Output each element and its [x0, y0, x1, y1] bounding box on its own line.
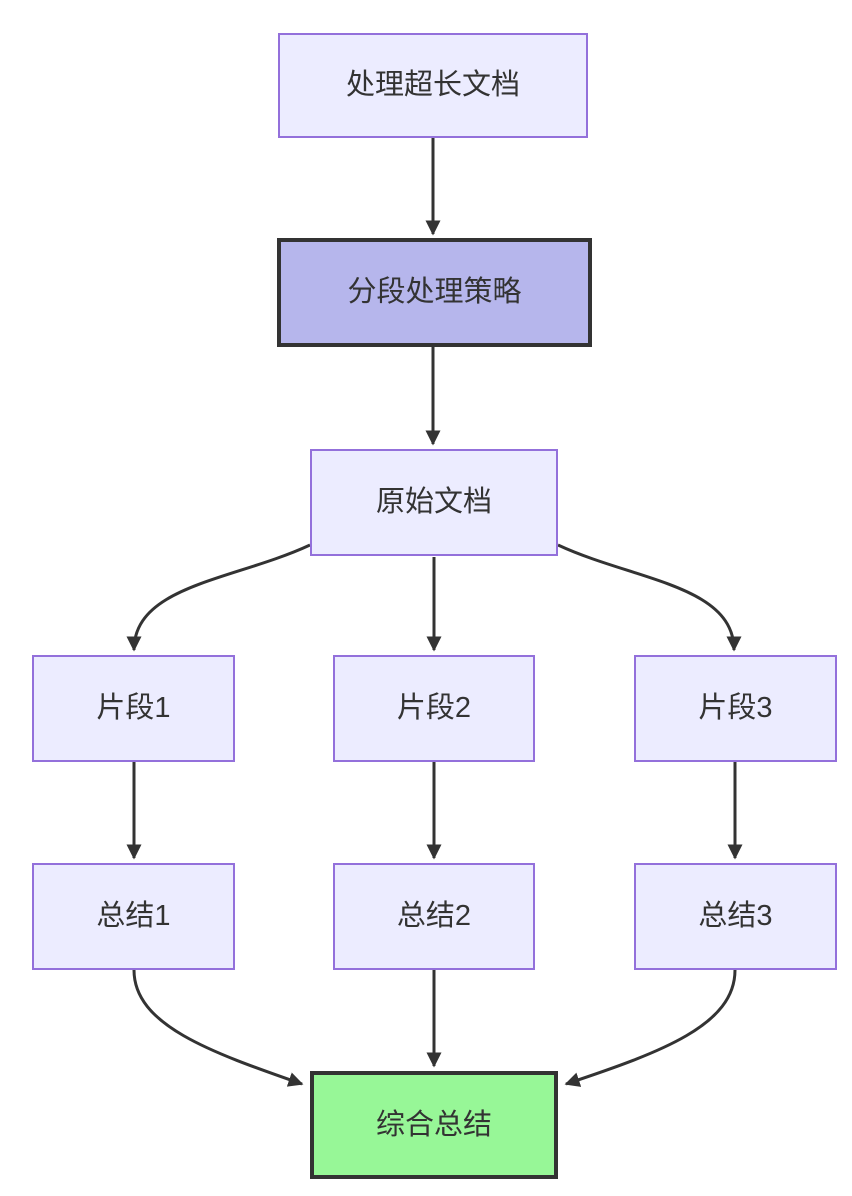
node-label: 总结3 [698, 900, 773, 933]
node-process-long-doc: 处理超长文档 [278, 33, 588, 138]
node-label: 原始文档 [375, 486, 492, 519]
node-label: 分段处理策略 [347, 276, 522, 309]
node-summary-1: 总结1 [32, 863, 235, 970]
edge-summary-3-to-final [564, 969, 737, 1087]
node-summary-3: 总结3 [634, 863, 837, 970]
node-segmentation-strategy: 分段处理策略 [277, 238, 592, 347]
node-label: 片段2 [396, 692, 472, 725]
node-original-document: 原始文档 [310, 449, 558, 556]
node-final-summary: 综合总结 [310, 1071, 558, 1179]
node-label: 总结1 [96, 900, 171, 933]
node-label: 总结2 [396, 900, 472, 933]
edge-original-to-fragment-3 [557, 543, 742, 652]
node-label: 综合总结 [375, 1108, 492, 1141]
edge-original-to-fragment-1 [126, 543, 311, 652]
node-label: 片段1 [96, 692, 171, 725]
node-summary-2: 总结2 [333, 863, 535, 970]
node-label: 片段3 [698, 692, 773, 725]
node-fragment-2: 片段2 [333, 655, 535, 762]
node-label: 处理超长文档 [345, 69, 520, 102]
node-fragment-3: 片段3 [634, 655, 837, 762]
node-fragment-1: 片段1 [32, 655, 235, 762]
edge-summary-1-to-final [132, 969, 304, 1087]
